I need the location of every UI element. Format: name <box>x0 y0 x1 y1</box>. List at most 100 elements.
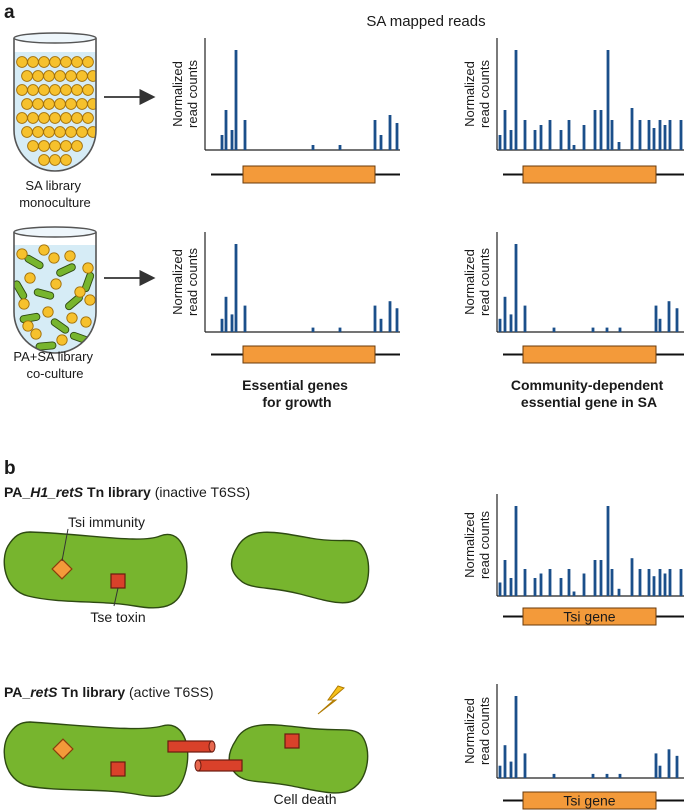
read-count-bar <box>618 773 622 778</box>
y-axis-label: Normalizedread counts <box>170 248 200 316</box>
sa-cell <box>38 244 50 256</box>
sa-cell <box>82 84 94 96</box>
bacterium-left-2 <box>3 721 189 798</box>
read-count-bar <box>379 318 383 332</box>
sa-cell <box>74 286 86 298</box>
read-count-bar <box>220 318 224 332</box>
read-count-bar <box>606 506 610 596</box>
tube-icon <box>13 226 97 354</box>
sa-cell <box>16 84 28 96</box>
read-count-bar <box>552 773 556 778</box>
read-count-bar <box>599 110 603 150</box>
sa-cell <box>24 272 36 284</box>
sa-cell <box>84 294 96 306</box>
sa-cell <box>49 154 61 166</box>
sa-cell <box>43 98 55 110</box>
sa-cell <box>82 112 94 124</box>
read-count-bar <box>606 50 610 150</box>
read-count-bar <box>658 318 662 332</box>
bacterium-right-2 <box>228 724 369 794</box>
read-count-bar <box>509 130 513 150</box>
lightning-icon <box>317 685 345 715</box>
sa-cell <box>22 320 34 332</box>
read-count-bar <box>667 749 671 778</box>
read-count-bar <box>582 125 586 150</box>
read-count-bar <box>373 305 377 332</box>
read-count-bar <box>630 558 634 596</box>
sa-cell <box>76 98 88 110</box>
sa-cell <box>16 248 28 260</box>
sa-cell <box>32 98 44 110</box>
read-count-bar <box>559 130 563 150</box>
read-count-bar <box>667 301 671 332</box>
read-count-bar <box>395 123 399 150</box>
read-count-bar <box>610 120 614 150</box>
read-count-bar <box>311 145 315 150</box>
sa-cell <box>60 154 72 166</box>
sa-cell <box>60 84 72 96</box>
pa-rod <box>33 288 55 300</box>
read-count-bar <box>234 244 238 332</box>
read-count-bar <box>599 560 603 596</box>
sa-cell <box>27 84 39 96</box>
read-count-bar <box>593 110 597 150</box>
read-count-bar <box>679 569 683 596</box>
read-count-bar <box>523 120 527 150</box>
sa-cell <box>42 306 54 318</box>
chart-sa-mono-essential: Normalizedread counts <box>170 38 400 184</box>
gene-box <box>522 607 657 626</box>
gene-box <box>522 791 657 810</box>
sa-cell <box>65 70 77 82</box>
sa-cell <box>18 298 30 310</box>
sa-cell <box>65 126 77 138</box>
toxin-protein-target <box>284 733 300 749</box>
gene-label: Tsi gene <box>563 609 615 625</box>
sa-cell <box>27 140 39 152</box>
read-count-bar <box>498 765 502 778</box>
immunity-protein-2 <box>52 738 74 760</box>
tse-toxin-label: Tse toxin <box>90 609 145 625</box>
read-count-bar <box>552 327 556 332</box>
sa-cell <box>65 98 77 110</box>
gene-box <box>242 345 376 364</box>
sa-cell <box>21 98 33 110</box>
sa-cell <box>80 316 92 328</box>
read-count-bar <box>338 145 342 150</box>
read-count-bar <box>675 308 679 332</box>
sa-cell <box>49 140 61 152</box>
tube1-outline <box>13 38 97 172</box>
sa-cell <box>60 140 72 152</box>
read-count-bar <box>514 244 518 332</box>
sa-cell <box>32 126 44 138</box>
read-count-bar <box>652 576 656 596</box>
read-count-bar <box>373 120 377 150</box>
sa-cell <box>64 250 76 262</box>
read-count-bar <box>572 145 576 150</box>
sa-cell <box>50 278 62 290</box>
read-count-bar <box>220 135 224 150</box>
read-count-bar <box>548 569 552 596</box>
sa-cell <box>56 334 68 346</box>
read-count-bar <box>675 755 679 778</box>
bacterium-right-1 <box>230 531 370 604</box>
read-count-bar <box>647 120 651 150</box>
sa-cell <box>76 126 88 138</box>
read-count-bar <box>230 130 234 150</box>
read-count-bar <box>243 305 247 332</box>
read-count-bar <box>618 327 622 332</box>
read-count-bar <box>652 128 656 150</box>
tube1-label: SA library monoculture <box>19 178 91 210</box>
t6ss-spike-lower <box>194 759 243 772</box>
read-count-bar <box>514 506 518 596</box>
read-count-bar <box>668 120 672 150</box>
sa-cell <box>60 112 72 124</box>
sa-cell <box>76 70 88 82</box>
caption-essential: Essential genes for growth <box>242 377 352 410</box>
y-axis-label: Normalizedread counts <box>170 60 200 128</box>
read-count-bar <box>610 569 614 596</box>
sa-cell <box>71 56 83 68</box>
sa-cell <box>82 56 94 68</box>
pa-rod <box>56 263 76 277</box>
read-count-bar <box>395 308 399 332</box>
